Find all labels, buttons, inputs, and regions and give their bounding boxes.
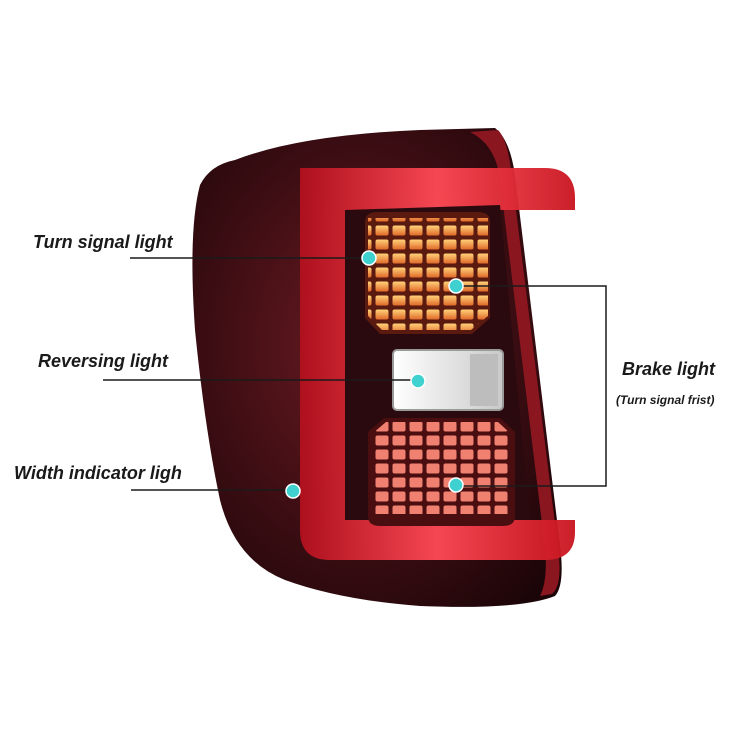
- width-indicator-marker: [285, 483, 301, 499]
- reversing-marker: [410, 373, 426, 389]
- lamp-rim: [470, 130, 560, 596]
- reversing-label: Reversing light: [38, 351, 169, 371]
- brake-leader: [456, 285, 607, 487]
- brake-note-label: (Turn signal frist): [616, 393, 715, 407]
- brake-upper-marker: [448, 278, 464, 294]
- upper-led-grid: [368, 218, 488, 330]
- width-indicator-label: Width indicator ligh: [14, 463, 182, 483]
- brake-label: Brake light: [622, 359, 716, 379]
- turn-signal-label: Turn signal light: [33, 232, 173, 252]
- lower-led-grid: [372, 422, 511, 514]
- turn-signal-marker: [361, 250, 377, 266]
- brake-lower-marker: [448, 477, 464, 493]
- markers: [285, 250, 464, 499]
- reversing-light-chrome: [470, 354, 498, 406]
- leader-lines: [103, 257, 607, 491]
- width-indicator-light-bar: [300, 168, 575, 560]
